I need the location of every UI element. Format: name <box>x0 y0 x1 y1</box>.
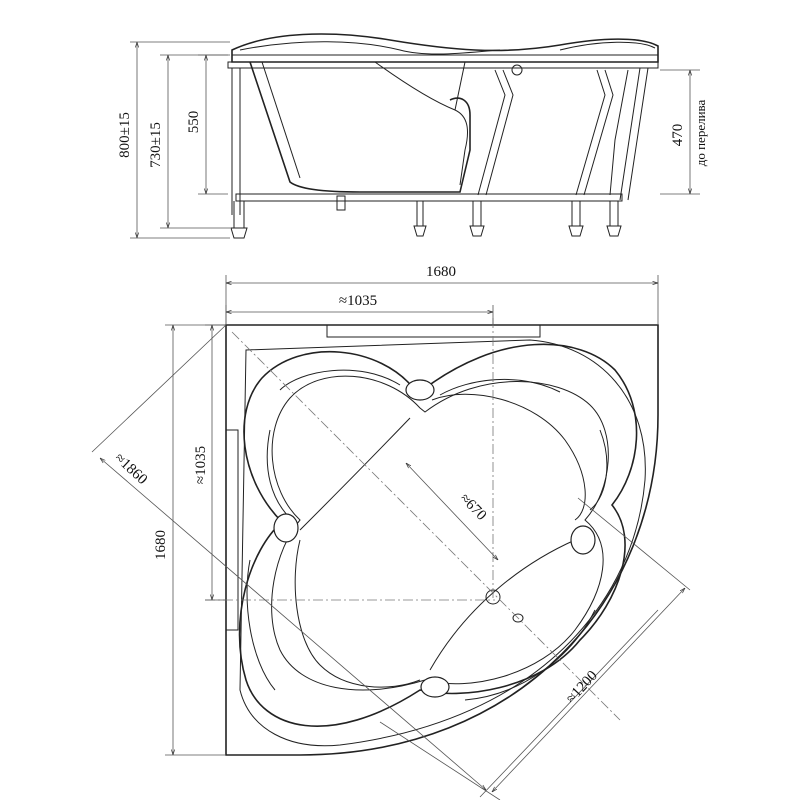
dim-half-height: ≈1035 <box>193 446 209 484</box>
side-rim-inner-curve-2 <box>559 41 656 51</box>
plan-lobe-inner <box>271 375 609 691</box>
side-headrest <box>374 61 468 186</box>
side-overflow-fitting <box>511 64 523 76</box>
overflow-label: до перелива <box>693 100 708 167</box>
side-post-left <box>231 68 241 215</box>
side-rim-profile <box>231 33 659 63</box>
plan-headrest-left <box>273 513 299 543</box>
side-support-3 <box>609 69 629 196</box>
dim-diagonal-outer: ≈1860 <box>111 450 150 488</box>
side-tub-inner <box>261 61 301 179</box>
dim-half-width: ≈1035 <box>339 293 377 309</box>
plan-wall-recess-top <box>326 325 541 338</box>
side-dimensions <box>130 41 700 239</box>
dim-front-width: ≈1200 <box>563 668 601 707</box>
dim-overflow-depth: 470 <box>670 124 686 147</box>
side-support-1 <box>477 69 514 196</box>
dim-diagonal-inner: ≈670 <box>456 491 489 524</box>
side-view: 800±15 730±15 550 470 до перелива <box>117 33 708 239</box>
side-legs <box>230 201 622 239</box>
plan-headrest-bottom <box>420 676 450 698</box>
side-support-2 <box>575 69 614 196</box>
dim-total-height: 800±15 <box>117 112 133 158</box>
dim-bath-depth: 550 <box>186 111 202 134</box>
side-frame-top <box>227 61 659 69</box>
plan-headrest-top <box>405 379 435 401</box>
side-rim-inner-curve <box>239 41 501 55</box>
plan-seat-contour <box>246 369 608 701</box>
plan-headrest-right <box>570 525 596 555</box>
plan-dimensions <box>91 275 691 800</box>
side-drain <box>336 195 346 211</box>
side-tub-body <box>249 61 471 193</box>
side-post-right <box>619 67 649 201</box>
dim-overall-width: 1680 <box>426 264 456 280</box>
dim-overall-height: 1680 <box>153 530 169 560</box>
side-frame-bottom <box>235 193 623 202</box>
dim-rim-height: 730±15 <box>148 122 164 168</box>
